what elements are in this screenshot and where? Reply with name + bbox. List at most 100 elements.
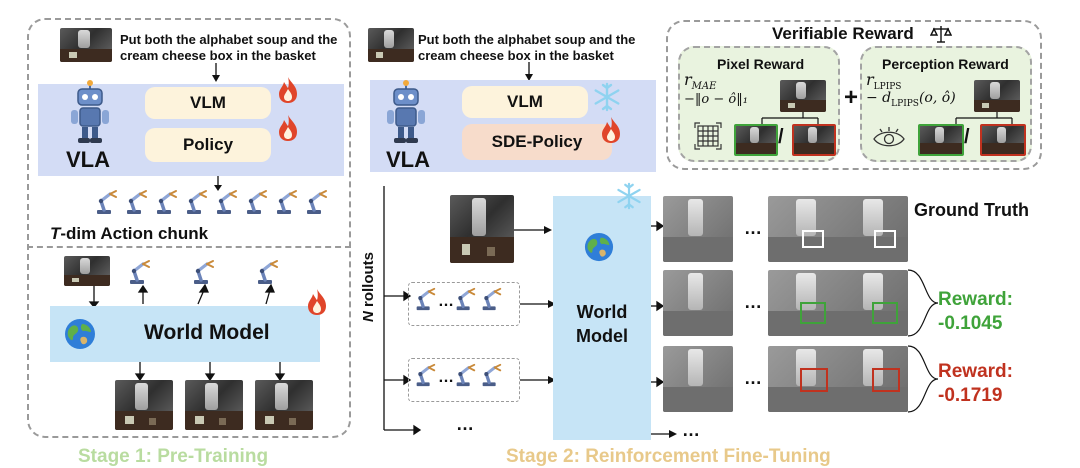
reward-2: Reward: -0.1719	[938, 360, 1013, 408]
globe-icon	[65, 319, 95, 349]
pixel-reward-title: Pixel Reward	[717, 56, 805, 72]
rollout1-frame	[663, 270, 733, 336]
perception-reward-formula: − dLPIPS(o, ô)	[866, 90, 956, 109]
rollout-branch-lines	[383, 186, 422, 436]
bad-object-box	[800, 368, 828, 392]
divider-slash: /	[964, 126, 970, 148]
arrow-right	[520, 300, 556, 308]
robot-arm-icon	[416, 363, 436, 387]
arrow-down	[212, 63, 220, 82]
rollout-frame-good	[734, 124, 778, 156]
stage1-panel	[27, 18, 351, 438]
reward-bracket-1	[908, 269, 939, 337]
perception-formula-sub: LPIPS	[891, 98, 919, 109]
rollouts-text: rollouts	[360, 251, 377, 312]
action-row	[125, 258, 335, 294]
good-object-box	[872, 302, 898, 324]
perception-formula-suffix: (o, ô)	[918, 90, 956, 106]
initial-observation	[450, 195, 514, 263]
predicted-frame	[185, 380, 243, 430]
action-chunk-text: -dim Action chunk	[60, 224, 209, 243]
plus-sign: +	[844, 84, 859, 111]
verifiable-reward-title: Verifiable Reward	[772, 24, 914, 44]
robot-arm-icon	[258, 260, 278, 284]
gt-frame	[768, 196, 908, 262]
predicted-frame	[115, 380, 173, 430]
action-row: …	[412, 286, 520, 322]
vlm-label: VLM	[190, 93, 226, 112]
vla-label: VLA	[386, 147, 430, 172]
arrows-up	[88, 284, 275, 308]
world-model-label: World Model	[144, 321, 270, 344]
divider-slash: /	[778, 126, 784, 148]
robot-arm-icon	[130, 260, 150, 284]
sde-policy-label: SDE-Policy	[491, 132, 583, 151]
sde-policy-block: SDE-Policy	[462, 124, 612, 160]
vlm-label: VLM	[507, 92, 543, 111]
snowflake-icon	[594, 82, 620, 112]
reward-2-label: Reward:	[938, 361, 1013, 382]
rollout-frame-good	[918, 124, 964, 156]
vlm-block: VLM	[462, 86, 588, 118]
rollouts-prefix: N	[360, 311, 377, 322]
rollouts-label: N rollouts	[360, 252, 377, 322]
arrow-down	[525, 62, 533, 81]
rollout2-frame	[768, 346, 908, 412]
verifiable-reward-panel	[666, 20, 1042, 170]
robot-arm-icon	[482, 363, 502, 387]
stage1-label: Stage 1: Pre-Training	[78, 446, 269, 467]
rollout2-frame	[663, 346, 733, 412]
arrow-right	[520, 376, 556, 384]
predicted-frame	[255, 380, 313, 430]
robot-arm-icon	[97, 190, 117, 214]
policy-block: Policy	[145, 128, 271, 162]
pixel-grid-icon	[694, 122, 722, 150]
pixel-symbol: r	[684, 70, 692, 89]
action-row: …	[412, 362, 520, 398]
world-model-line1: World	[576, 302, 628, 322]
vlm-block: VLM	[145, 87, 271, 119]
rollout-frame-bad	[792, 124, 836, 156]
action-chunk-prefix: T	[50, 224, 61, 243]
pixel-symbol-sub: MAE	[691, 81, 717, 93]
robot-arm-icon	[456, 287, 476, 311]
reward-1: Reward: -0.1045	[938, 288, 1013, 336]
action-chunk-row	[92, 188, 352, 224]
arrows-right	[651, 220, 665, 388]
eye-icon	[873, 127, 905, 147]
ellipsis: …	[744, 218, 762, 238]
gt-object-box	[802, 230, 824, 248]
rollout1-frame	[768, 270, 908, 336]
instruction-text: Put both the alphabet soup and the cream…	[418, 32, 636, 63]
robot-arm-icon	[416, 287, 436, 311]
reward-1-value: -0.1045	[938, 313, 1003, 334]
robot-arm-icon	[187, 190, 207, 214]
stage2-label: Stage 2: Reinforcement Fine-Tuning	[506, 446, 831, 467]
fire-icon	[602, 117, 620, 143]
instruction-image	[368, 28, 414, 62]
gt-object-box	[874, 230, 896, 248]
ellipsis: …	[456, 414, 474, 434]
arrow-right	[514, 226, 552, 234]
robot-icon	[387, 80, 425, 143]
world-model-line2: Model	[576, 326, 628, 346]
fire-icon	[279, 115, 297, 141]
ellipsis: …	[438, 368, 454, 386]
arrow-down	[214, 176, 222, 191]
instruction-image	[60, 28, 112, 62]
perception-reward-title: Perception Reward	[882, 56, 1009, 72]
ground-truth-frame	[974, 80, 1020, 112]
rollout-actions-1	[408, 282, 520, 326]
scale-icon	[930, 26, 952, 43]
robot-icon	[71, 80, 109, 143]
perception-reward-symbol: rLPIPS	[866, 70, 901, 92]
reward-1-label: Reward:	[938, 289, 1013, 310]
ellipsis: …	[682, 420, 700, 440]
fire-icon	[308, 289, 326, 315]
observation-image	[64, 256, 110, 286]
reward-2-value: -0.1719	[938, 385, 1003, 406]
rollout-frame-bad	[980, 124, 1026, 156]
robot-arm-icon	[482, 287, 502, 311]
fire-icon	[279, 77, 297, 103]
globe-icon	[584, 232, 614, 262]
